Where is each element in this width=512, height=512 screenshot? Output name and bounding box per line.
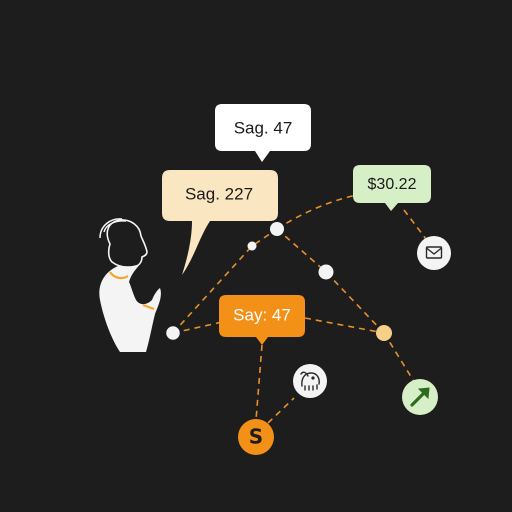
speech-bubble-top-text: Sag. 47 [234,118,293,137]
speech-bubble-left-text: Sag. 227 [185,184,253,203]
node-mid [318,264,334,280]
person-body [99,246,161,352]
person-hair [99,218,127,239]
person-figure [99,218,161,352]
person-head [106,219,148,268]
dollar-coin[interactable]: S [238,419,274,455]
connector-upper-to-mid [276,228,385,334]
connector-user-to-upper [172,228,278,334]
trend-up-arrow-icon [410,387,430,407]
speech-bubble-left: Sag. 227 [162,170,278,275]
node-user [164,324,182,342]
bracelet [142,304,155,310]
mail-node[interactable] [417,236,451,270]
speech-bubble-top-shape [215,104,311,162]
connector-coin-to-elephant [267,397,295,424]
connector-center-to-coin [255,344,263,421]
necklace [109,271,129,280]
price-bubble-text: $30.22 [368,176,417,193]
connection-lines [172,189,433,424]
connector-center-to-right [304,317,385,334]
speech-bubble-center-text: Say: 47 [233,305,291,324]
elephant-icon [300,371,320,391]
speech-bubble-left-shape [162,170,278,275]
mail-node-circle [417,236,451,270]
elephant-node-circle [293,364,327,398]
node-upper [270,222,284,236]
speech-bubble-center: Say: 47 [219,295,305,345]
node-small [247,241,257,251]
node-right-yellow [376,325,392,341]
connector-mid-to-growth [383,332,419,389]
price-bubble: $30.22 [353,165,431,211]
speech-bubble-center-shape [219,295,305,345]
speech-bubble-top: Sag. 47 [215,104,311,162]
growth-node[interactable] [402,379,438,415]
price-bubble-shape [353,165,431,211]
network-nodes [164,222,392,342]
dollar-coin-circle [238,419,274,455]
envelope-icon [425,246,443,259]
dollar-coin-icon: S [249,425,263,449]
connector-upper-to-price [276,189,389,230]
elephant-node[interactable] [293,364,327,398]
